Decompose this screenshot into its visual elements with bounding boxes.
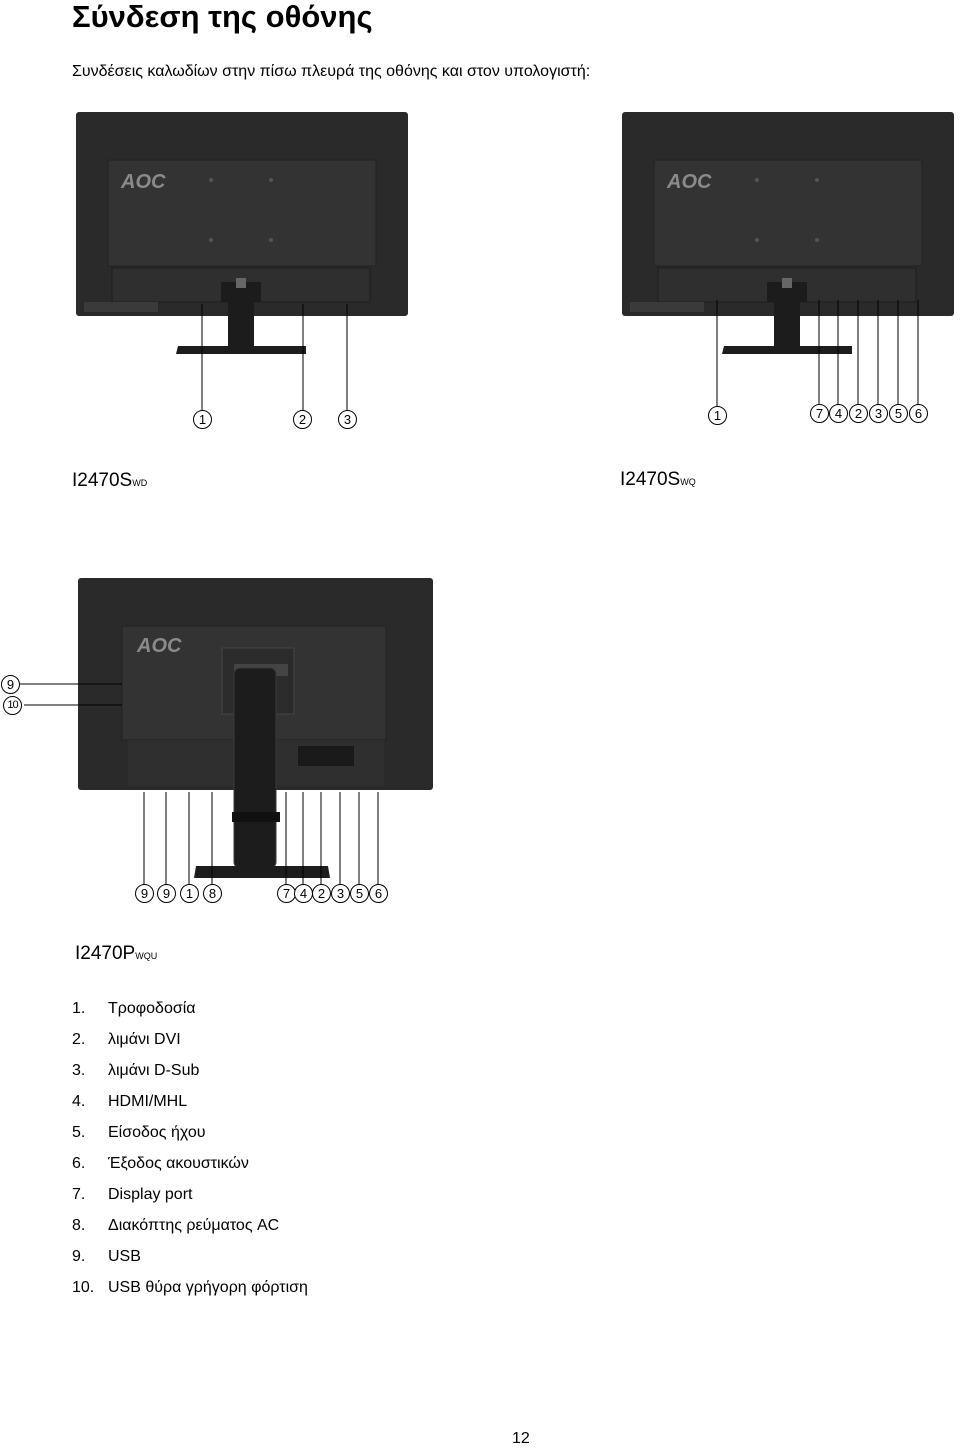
callout-6: 6 — [909, 404, 928, 423]
callout-2: 2 — [293, 410, 312, 429]
page-number: 12 — [512, 1430, 530, 1447]
monitor-wqu: AOC — [16, 578, 433, 886]
callout-10: 10 — [3, 696, 22, 715]
callout-3: 3 — [331, 884, 350, 903]
callout-9: 9 — [157, 884, 176, 903]
callout-1: 1 — [193, 410, 212, 429]
callout-2: 2 — [849, 404, 868, 423]
callout-4: 4 — [294, 884, 313, 903]
aoc-logo: AOC — [666, 171, 712, 193]
callout-3: 3 — [338, 410, 357, 429]
callout-3: 3 — [869, 404, 888, 423]
callout-6: 6 — [369, 884, 388, 903]
callout-1: 1 — [180, 884, 199, 903]
monitor-wd-panel — [107, 159, 377, 267]
callout-1: 1 — [708, 406, 727, 425]
page-title: Σύνδεση της οθόνης — [72, 0, 373, 34]
callout-5: 5 — [889, 404, 908, 423]
callout-4: 4 — [829, 404, 848, 423]
callout-8: 8 — [203, 884, 222, 903]
callout-2: 2 — [312, 884, 331, 903]
aoc-logo: AOC — [120, 171, 166, 193]
callout-5: 5 — [350, 884, 369, 903]
monitor-wq: AOC — [622, 112, 954, 410]
page-subtitle: Συνδέσεις καλωδίων στην πίσω πλευρά της … — [72, 63, 591, 80]
aoc-logo: AOC — [136, 635, 182, 657]
callout-9: 9 — [135, 884, 154, 903]
callout-9: 9 — [1, 675, 20, 694]
monitor-wd: AOC — [76, 112, 408, 410]
model-label-wqu: I2470PWQU — [75, 943, 158, 964]
model-label-wq: I2470SWQ — [620, 469, 696, 490]
callout-7: 7 — [810, 404, 829, 423]
model-label-wd: I2470SWD — [72, 470, 148, 491]
